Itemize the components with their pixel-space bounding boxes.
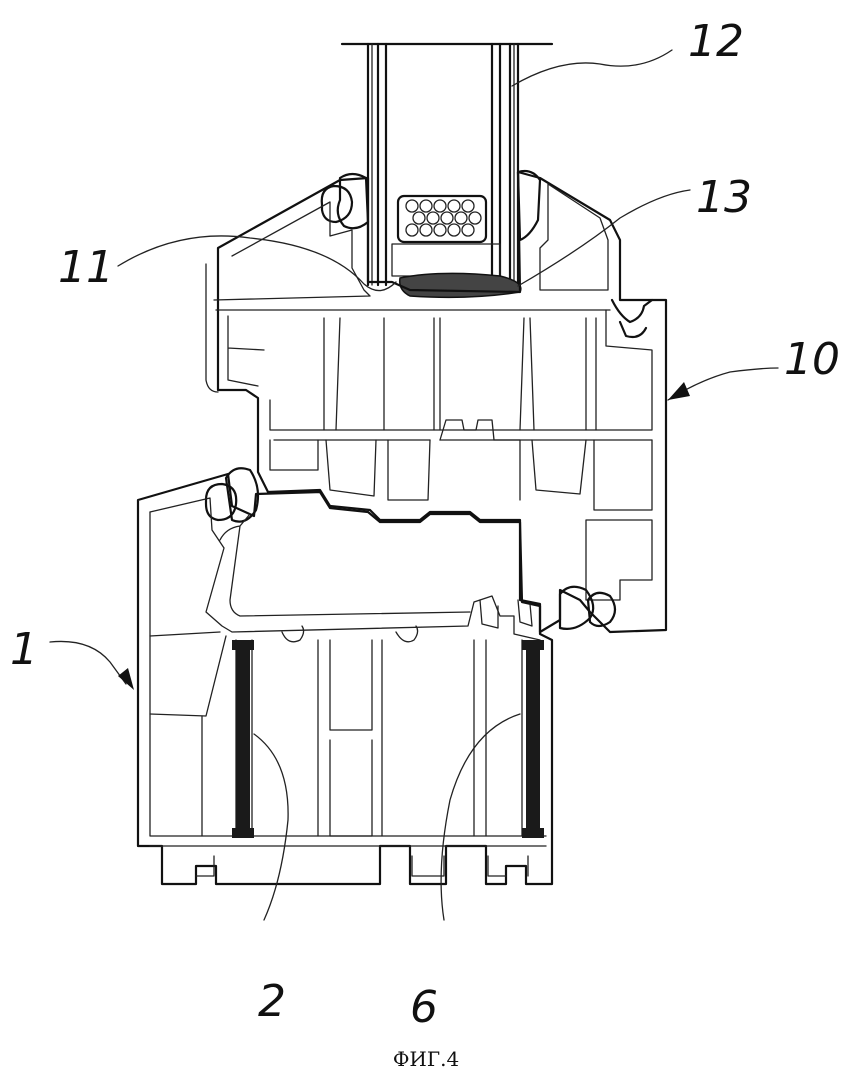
label-seal: 11 bbox=[58, 242, 114, 293]
figure-caption: ФИГ.4 bbox=[393, 1047, 459, 1071]
label-reinforcement-left: 2 bbox=[258, 976, 286, 1027]
reinforcement-left bbox=[232, 640, 254, 838]
label-sash: 10 bbox=[784, 334, 840, 385]
glazing-seal-right bbox=[516, 169, 542, 242]
leader-lines bbox=[49, 49, 779, 921]
reinforcement-right bbox=[522, 640, 544, 838]
label-spacer: 13 bbox=[696, 172, 752, 223]
sash-seal-lower bbox=[558, 585, 617, 630]
label-profile: 1 bbox=[10, 624, 38, 675]
label-glass: 12 bbox=[688, 16, 744, 67]
spacer bbox=[391, 194, 522, 299]
sash-profile bbox=[205, 170, 668, 634]
glazing-seal-left bbox=[320, 172, 370, 230]
leader-arrowheads bbox=[118, 382, 690, 690]
glass-pane bbox=[340, 42, 554, 287]
frame-seal-upper bbox=[204, 467, 260, 523]
frame-profile bbox=[136, 472, 554, 886]
label-reinforcement-right: 6 bbox=[410, 982, 438, 1033]
